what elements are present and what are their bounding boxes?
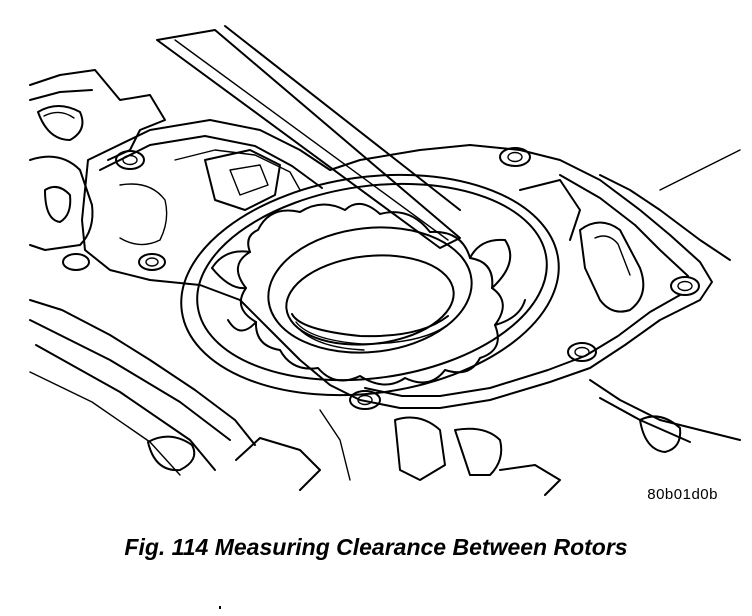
outer-rotor [180,173,560,397]
lower-details [319,409,561,496]
center-bore [267,226,473,354]
figure-caption: Fig. 114 Measuring Clearance Between Rot… [124,534,628,560]
rotor-clearance-drawing [29,25,741,496]
stray-mark [219,606,221,609]
pump-illustration [29,25,741,496]
inner-rotor [211,203,526,386]
engine-block-left [29,69,321,491]
engine-block-right [589,149,741,453]
figure-code: 80b01d0b [647,486,718,503]
pump-housing [81,119,713,409]
bolt-holes [62,147,700,410]
